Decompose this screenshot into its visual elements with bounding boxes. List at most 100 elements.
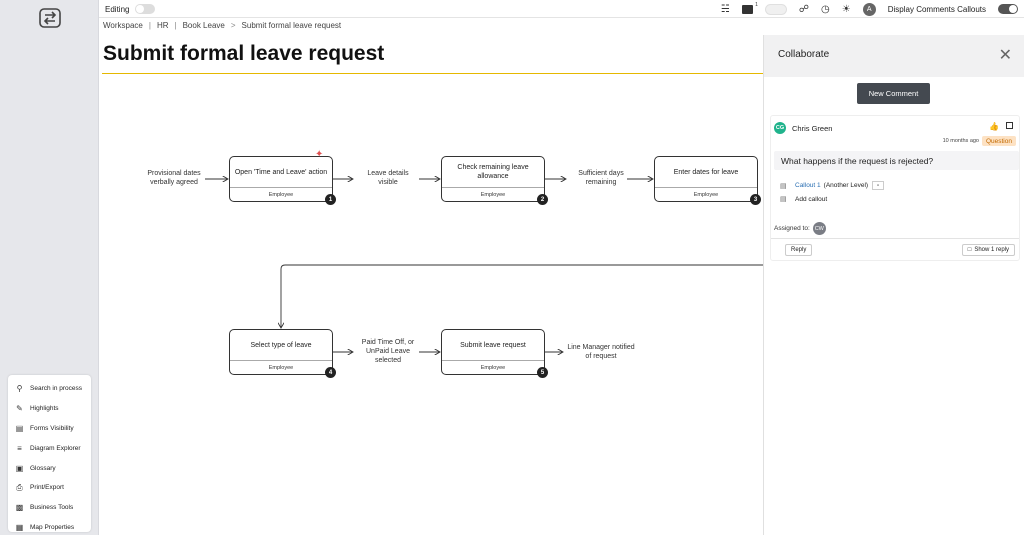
step-number: 4 xyxy=(325,367,336,378)
flow-text: Leave details visible xyxy=(367,170,409,186)
step-label: Submit leave request xyxy=(460,341,526,349)
assignee-avatar[interactable]: CW xyxy=(812,222,826,235)
reply-icon: □ xyxy=(967,247,972,253)
tool-diagram-explorer[interactable]: ≡ Diagram Explorer xyxy=(8,438,91,458)
flow-text: Paid Time Off, or UnPaid Leave selected xyxy=(361,339,415,364)
process-step[interactable]: Select type of leave Employee 4 xyxy=(229,329,336,378)
step-label: Check remaining leave allowance xyxy=(457,164,529,180)
editing-label: Editing xyxy=(105,4,130,14)
tool-label: Glossary xyxy=(30,464,56,472)
left-rail: ⚲ Search in process ✎ Highlights ▤ Forms… xyxy=(0,0,99,535)
process-diagram[interactable]: Provisional dates verbally agreed Open '… xyxy=(99,75,763,535)
status-badge[interactable]: Question xyxy=(981,136,1016,146)
panel-title: Collaborate xyxy=(778,49,830,60)
breadcrumb: Workspace | HR | Book Leave > Submit for… xyxy=(103,21,347,30)
diagram-connectors xyxy=(205,75,763,535)
tool-search-in-process[interactable]: ⚲ Search in process xyxy=(8,379,91,399)
step-number: 5 xyxy=(537,367,548,378)
user-avatar[interactable]: A xyxy=(862,2,876,16)
tools-panel: ⚲ Search in process ✎ Highlights ▤ Forms… xyxy=(8,375,91,532)
page-title: Submit formal leave request xyxy=(103,42,385,65)
assigned-label: Assigned to: xyxy=(774,225,810,232)
step-role: Employee xyxy=(655,187,757,201)
briefcase-icon: ▩ xyxy=(15,503,24,513)
add-callout-icon: ▤ xyxy=(780,196,787,203)
callout-level: (Another Level) xyxy=(823,182,869,189)
tool-forms-visibility[interactable]: ▤ Forms Visibility xyxy=(8,419,91,439)
tree-icon: ≡ xyxy=(17,443,22,453)
tool-highlights[interactable]: ✎ Highlights xyxy=(8,399,91,419)
tool-business-tools[interactable]: ▩ Business Tools xyxy=(8,498,91,518)
panel-header: Collaborate ✕ xyxy=(764,35,1024,77)
flow-text: Line Manager notified of request xyxy=(567,344,635,360)
options-icon[interactable] xyxy=(1006,122,1013,129)
avatar: CG xyxy=(774,122,786,134)
tool-label: Business Tools xyxy=(30,504,74,512)
step-number: 1 xyxy=(325,194,336,205)
step-label: Enter dates for leave xyxy=(673,168,739,176)
divider xyxy=(771,238,1019,239)
process-step[interactable]: Open 'Time and Leave' action Employee 1 xyxy=(229,156,336,205)
tool-label: Diagram Explorer xyxy=(30,444,81,452)
chevron-right-icon: > xyxy=(230,21,236,30)
comment-time: 10 months ago xyxy=(942,138,979,144)
share-icon[interactable]: ☍ xyxy=(798,3,810,15)
tool-glossary[interactable]: ▣ Glossary xyxy=(8,458,91,478)
map-icon: ▦ xyxy=(15,522,24,532)
add-callout-row[interactable]: ▤ Add callout xyxy=(780,195,828,204)
step-label: Select type of leave xyxy=(250,341,312,349)
form-icon: ▤ xyxy=(15,423,24,433)
thumbs-up-icon[interactable]: 👍 xyxy=(989,122,999,131)
breadcrumb-current: Submit formal leave request xyxy=(241,21,342,30)
comment-text: What happens if the request is rejected? xyxy=(774,151,1019,170)
step-number: 2 xyxy=(537,194,548,205)
process-step[interactable]: Check remaining leave allowance Employee… xyxy=(441,156,548,205)
tool-label: Search in process xyxy=(30,385,83,393)
breadcrumb-hr[interactable]: HR xyxy=(156,21,169,30)
step-role: Employee xyxy=(230,360,332,374)
process-step[interactable]: Enter dates for leave Employee 3 xyxy=(654,156,761,205)
add-callout-label: Add callout xyxy=(795,195,828,203)
tool-map-properties[interactable]: ▦ Map Properties xyxy=(8,518,91,535)
view-toggle[interactable] xyxy=(764,3,787,15)
step-role: Employee xyxy=(442,360,544,374)
highlighter-icon: ✎ xyxy=(16,404,23,414)
title-underline xyxy=(102,73,763,74)
breadcrumb-workspace[interactable]: Workspace xyxy=(103,21,143,30)
tool-print-export[interactable]: ⎙ Print/Export xyxy=(8,478,91,498)
editing-toggle[interactable] xyxy=(135,4,156,14)
flow-text: Provisional dates verbally agreed xyxy=(147,170,201,186)
search-icon: ⚲ xyxy=(16,384,23,394)
app-logo-icon[interactable] xyxy=(38,7,62,29)
show-replies-button[interactable]: □ Show 1 reply xyxy=(961,244,1015,256)
display-comments-callouts-toggle[interactable] xyxy=(998,4,1018,14)
tool-label: Print/Export xyxy=(30,484,64,492)
show-replies-label: Show 1 reply xyxy=(974,247,1009,253)
assigned-to: Assigned to: CW xyxy=(774,222,826,235)
printer-icon: ⎙ xyxy=(16,482,23,492)
new-comment-button[interactable]: New Comment xyxy=(857,83,930,104)
process-step[interactable]: Submit leave request Employee 5 xyxy=(441,329,548,378)
book-icon: ▣ xyxy=(15,463,24,473)
hierarchy-icon[interactable]: ☵ xyxy=(720,3,730,15)
top-icons: ☵ 1 ☍ ◷ ☀ A Display Comments Callouts xyxy=(721,2,1024,16)
callout-icon: ▤ xyxy=(780,182,787,190)
tool-label: Highlights xyxy=(30,405,59,413)
tool-label: Map Properties xyxy=(30,523,75,531)
top-bar: Editing ☵ 1 ☍ ◷ ☀ A Display Comments Cal… xyxy=(99,0,1024,18)
step-label: Open 'Time and Leave' action xyxy=(234,168,328,176)
breadcrumb-book-leave[interactable]: Book Leave xyxy=(182,21,225,30)
history-icon[interactable]: ◷ xyxy=(821,3,830,15)
step-role: Employee xyxy=(442,187,544,201)
bug-icon[interactable]: ☀ xyxy=(841,3,851,15)
collaborate-panel: Collaborate ✕ New Comment CG Chris Green… xyxy=(763,35,1024,535)
step-number: 3 xyxy=(750,194,761,205)
reply-button[interactable]: Reply xyxy=(785,244,813,256)
pin-icon[interactable]: ✦ xyxy=(315,149,324,160)
flow-text: Sufficient days remaining xyxy=(578,170,624,186)
comments-icon[interactable]: 1 xyxy=(741,2,758,14)
trash-icon[interactable]: ▫ xyxy=(872,181,885,190)
callout-link[interactable]: Callout 1 xyxy=(795,182,821,189)
close-icon[interactable]: ✕ xyxy=(998,47,1012,64)
